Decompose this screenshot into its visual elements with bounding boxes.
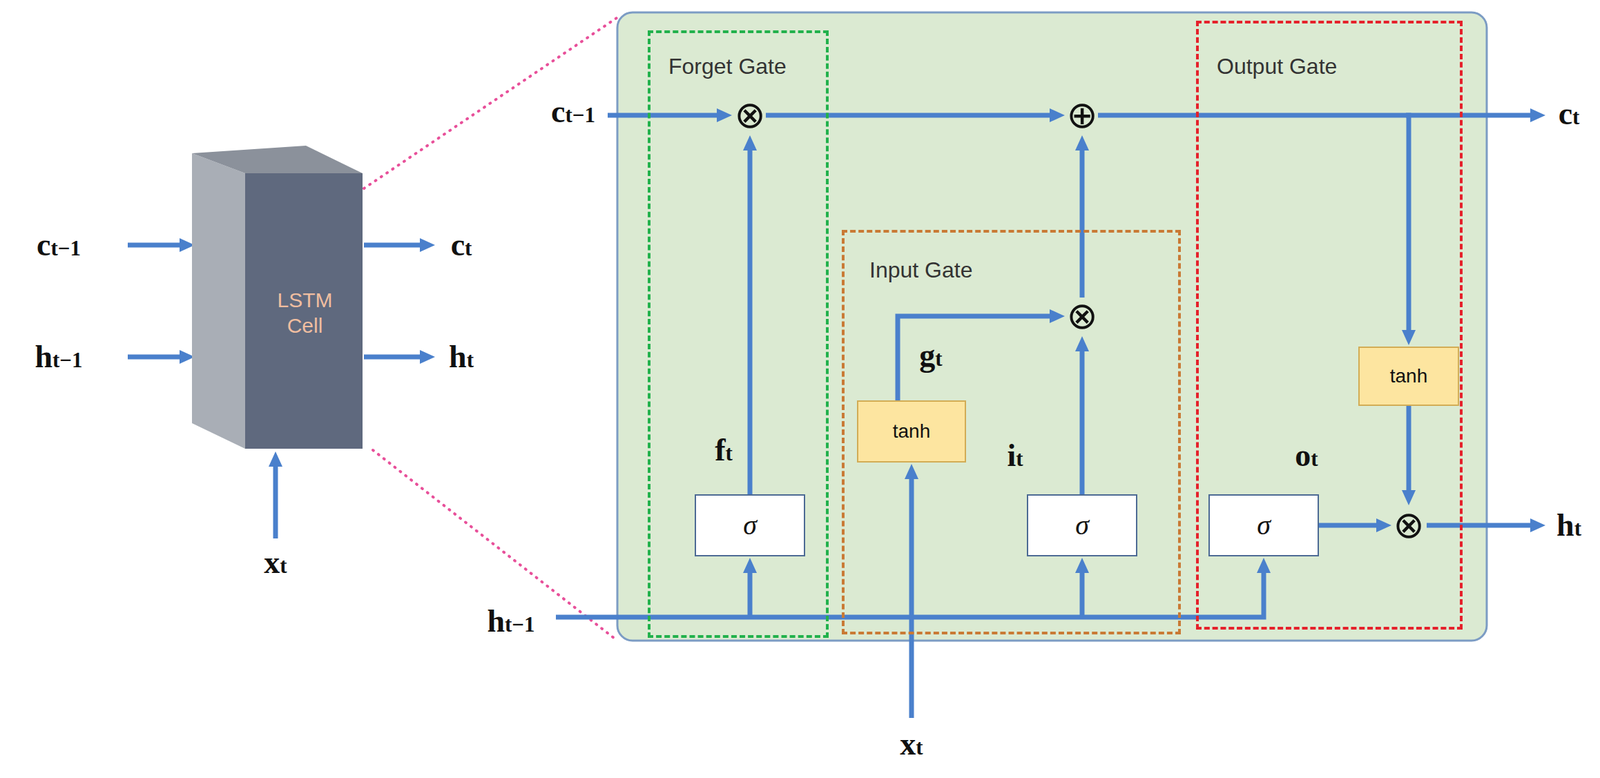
cell-panel	[617, 12, 1487, 641]
tanh-box: tanh	[1358, 346, 1460, 407]
block-front-face	[245, 173, 363, 449]
label-box: ct	[450, 227, 473, 264]
connector-arrow	[1318, 523, 1380, 529]
add-operator: ⊕	[1066, 96, 1098, 134]
label-box: ht	[448, 339, 474, 375]
zoom-line	[372, 450, 618, 641]
label-box: ft	[714, 432, 733, 469]
signal-label: ht−1	[486, 604, 535, 640]
lstm-cell-block: LSTM Cell	[191, 141, 365, 453]
node-text: tanh	[1390, 364, 1429, 389]
signal-label: ct−1	[551, 94, 596, 130]
signal-label: it	[1006, 438, 1023, 474]
multiply-operator: ⊗	[734, 96, 766, 134]
node-text: σ	[743, 510, 757, 541]
gate-title: Input Gate	[869, 257, 973, 284]
node-text: LSTM Cell	[267, 287, 344, 340]
signal-label: ht	[448, 339, 474, 375]
node-text: σ	[1075, 510, 1089, 541]
gate-title: Forget Gate	[668, 53, 787, 80]
connector-arrow	[1097, 115, 1409, 333]
sigmoid-box: σ	[1026, 494, 1138, 557]
label-box: ht−1	[486, 604, 535, 640]
connector-arrow	[747, 147, 753, 495]
signal-label: ht−1	[34, 339, 83, 375]
signal-label: ot	[1294, 438, 1318, 474]
signal-label: ht	[1556, 508, 1582, 544]
connector-arrow	[765, 113, 1053, 119]
gate-title: Output Gate	[1216, 53, 1337, 80]
signal-label: ct	[1558, 96, 1580, 132]
signal-label: ct−1	[36, 227, 81, 264]
multiply-operator: ⊗	[1066, 297, 1098, 335]
operator-symbol: ⊗	[1392, 506, 1424, 545]
signal-arrow	[607, 113, 720, 119]
signal-arrow	[127, 354, 183, 360]
signal-arrow	[1426, 523, 1534, 529]
signal-arrow	[1080, 570, 1085, 618]
operator-symbol: ⊗	[1066, 297, 1098, 335]
signal-arrow	[909, 476, 915, 719]
connector-arrow	[1080, 348, 1085, 495]
label-box: xt	[899, 727, 923, 763]
block-top-face	[191, 145, 363, 174]
forget-gate-region: Forget Gate ⊗ σ	[647, 30, 829, 639]
label-box: xt	[263, 545, 287, 581]
tanh-box: tanh	[856, 400, 967, 463]
signal-arrow	[363, 354, 423, 360]
label-box: ct−1	[551, 94, 596, 130]
connector-arrow	[1080, 147, 1085, 298]
connector-arrow	[1406, 406, 1412, 494]
zoom-lines	[363, 16, 619, 641]
block-side-face	[191, 153, 246, 449]
label-box: ot	[1294, 438, 1318, 474]
label-box: ct	[1558, 96, 1580, 132]
multiply-operator: ⊗	[1392, 506, 1425, 545]
label-box: gt	[919, 338, 942, 374]
label-box: ct−1	[36, 227, 81, 264]
signal-arrow	[273, 464, 279, 539]
signal-arrow	[1405, 113, 1534, 119]
signal-arrow	[363, 243, 423, 248]
signal-label: ct	[450, 227, 473, 264]
label-box: ht−1	[34, 339, 83, 375]
node-text: tanh	[892, 419, 931, 444]
signal-label: gt	[919, 338, 942, 374]
label-box: it	[1006, 438, 1023, 474]
connector-arrow	[897, 316, 1053, 401]
signal-label: xt	[899, 727, 923, 763]
sigmoid-box: σ	[694, 494, 806, 557]
output-gate-region: Output Gate tanh σ ⊗	[1196, 20, 1463, 630]
sigmoid-box: σ	[1208, 494, 1319, 557]
zoom-line	[363, 16, 619, 189]
signal-label: ft	[714, 432, 733, 469]
operator-symbol: ⊗	[734, 96, 766, 134]
operator-symbol: ⊕	[1066, 96, 1098, 134]
signal-label: xt	[263, 545, 287, 581]
signal-arrow	[127, 243, 183, 248]
signal-arrow	[747, 570, 753, 618]
input-gate-region: Input Gate tanh ⊗ σ	[841, 229, 1181, 635]
label-box: ht	[1556, 508, 1582, 544]
node-text: σ	[1256, 510, 1271, 541]
